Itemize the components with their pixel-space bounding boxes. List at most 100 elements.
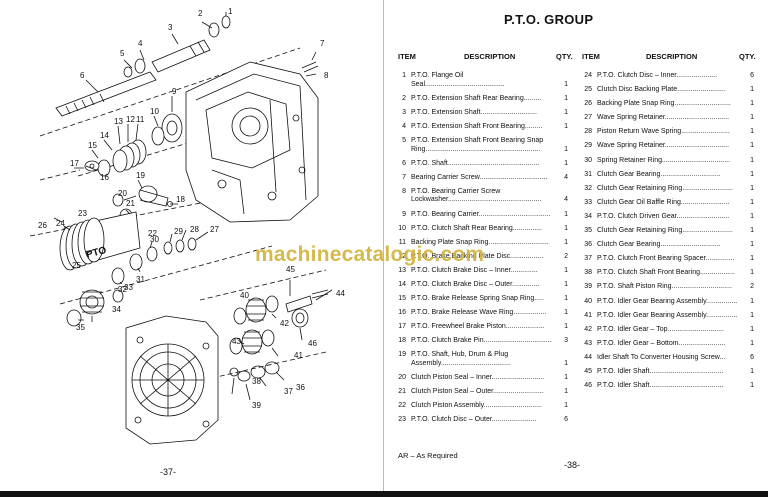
part-description: P.T.O. Flange Oil Seal..................…: [411, 72, 505, 88]
callout-30: 30: [150, 235, 159, 244]
part-qty: 1: [564, 295, 568, 303]
part-qty: 1: [564, 360, 568, 368]
part-item: 29: [584, 142, 592, 150]
callout-2: 2: [198, 9, 203, 18]
callout-8: 8: [324, 71, 329, 80]
part-item: 20: [398, 374, 406, 382]
part-description: P.T.O. Clutch Disc – Outer..............…: [411, 416, 537, 424]
part-item: 32: [584, 184, 592, 192]
callout-43: 43: [232, 337, 241, 346]
part-qty: 2: [750, 283, 754, 291]
header-description-right: DESCRIPTION: [646, 52, 698, 61]
part-item: 45: [584, 367, 592, 375]
part-item: 5: [402, 136, 406, 144]
part-item: 8: [402, 187, 406, 195]
part-description: Backing Plate Snap Ring.................…: [597, 100, 731, 108]
part-qty: 1: [750, 339, 754, 347]
parts-column-left: 1 P.T.O. Flange Oil Seal.................…: [390, 72, 568, 431]
extension-shaft: [151, 39, 211, 73]
part-description: P.T.O. Brake Release Wave Ring..........…: [411, 309, 547, 317]
part-qty: 1: [750, 311, 754, 319]
part-qty: 1: [564, 108, 568, 116]
part-description: P.T.O. Idler Gear – Bottom..............…: [597, 339, 726, 347]
part-description: Clutch Piston Seal – Outer..............…: [411, 388, 544, 396]
part-item: 28: [584, 128, 592, 136]
part-item: 42: [584, 325, 592, 333]
part-item: 13: [398, 266, 406, 274]
part-description: Clutch Gear Bearing.....................…: [597, 170, 721, 178]
assembly-boundary-top: [39, 47, 301, 137]
callout-46: 46: [308, 339, 317, 348]
clutch-driven-gear: [79, 289, 105, 315]
part-description: P.T.O. Shaft Piston Ring................…: [597, 283, 732, 291]
part-item: 7: [402, 173, 406, 181]
part-item: 18: [398, 337, 406, 345]
part-qty: 1: [750, 367, 754, 375]
callout-6: 6: [80, 71, 85, 80]
callout-19: 19: [136, 171, 145, 180]
callout-33: 33: [124, 283, 133, 292]
callout-12: 12: [126, 115, 135, 124]
part-description: P.T.O. Shaft, Hub, Drum & Plug Assembly.…: [411, 351, 511, 368]
part-qty: 1: [750, 156, 754, 164]
part-item: 25: [584, 86, 592, 94]
part-description: P.T.O. Extension Shaft Front Bearing....…: [411, 122, 543, 130]
part-qty: 1: [564, 145, 568, 153]
callout-32: 32: [118, 285, 127, 294]
part-qty: 1: [750, 128, 754, 136]
callout-26: 26: [38, 221, 47, 230]
part-description: P.T.O. Freewheel Brake Piston...........…: [411, 323, 545, 331]
part-item: 23: [398, 416, 406, 424]
parts-row: 18 P.T.O. Clutch Brake Pin...............…: [390, 337, 568, 346]
callout-24: 24: [56, 219, 65, 228]
part-description: P.T.O. Idler Gear – Top.................…: [597, 325, 724, 333]
part-description: P.T.O. Clutch Brake Pin.................…: [411, 337, 552, 345]
part-qty: 3: [564, 337, 568, 345]
header-qty-left: QTY.: [556, 52, 573, 61]
part-item: 36: [584, 241, 592, 249]
callout-41: 41: [294, 351, 303, 360]
part-description: P.T.O. Bearing Carrier Screw Lockwasher.…: [411, 187, 542, 204]
pto-shaft: [55, 71, 157, 117]
part-qty: 4: [564, 173, 568, 181]
callout-45: 45: [286, 265, 295, 274]
callout-15: 15: [88, 141, 97, 150]
part-qty: 1: [564, 159, 568, 167]
part-description: P.T.O. Clutch Front Bearing Spacer......…: [597, 255, 735, 263]
part-description: P.T.O. Bearing Carrier..................…: [411, 210, 551, 218]
part-item: 46: [584, 382, 592, 390]
callout-34: 34: [112, 305, 121, 314]
part-description: Clutch Piston Seal – Inner..............…: [411, 374, 545, 382]
header-item-left: ITEM: [398, 52, 416, 61]
part-qty: 1: [564, 122, 568, 130]
callout-13: 13: [114, 117, 123, 126]
callout-29: 29: [174, 227, 183, 236]
part-description: Clutch Gear Bearing.....................…: [597, 241, 721, 249]
part-item: 27: [584, 114, 592, 122]
part-description: P.T.O. Idler Gear Bearing Assembly......…: [597, 297, 738, 305]
part-item: 10: [398, 224, 406, 232]
exploded-parts-diagram: PTO 123456789101112131415161718192021222…: [29, 7, 345, 445]
part-item: 44: [584, 353, 592, 361]
callout-5: 5: [120, 49, 125, 58]
